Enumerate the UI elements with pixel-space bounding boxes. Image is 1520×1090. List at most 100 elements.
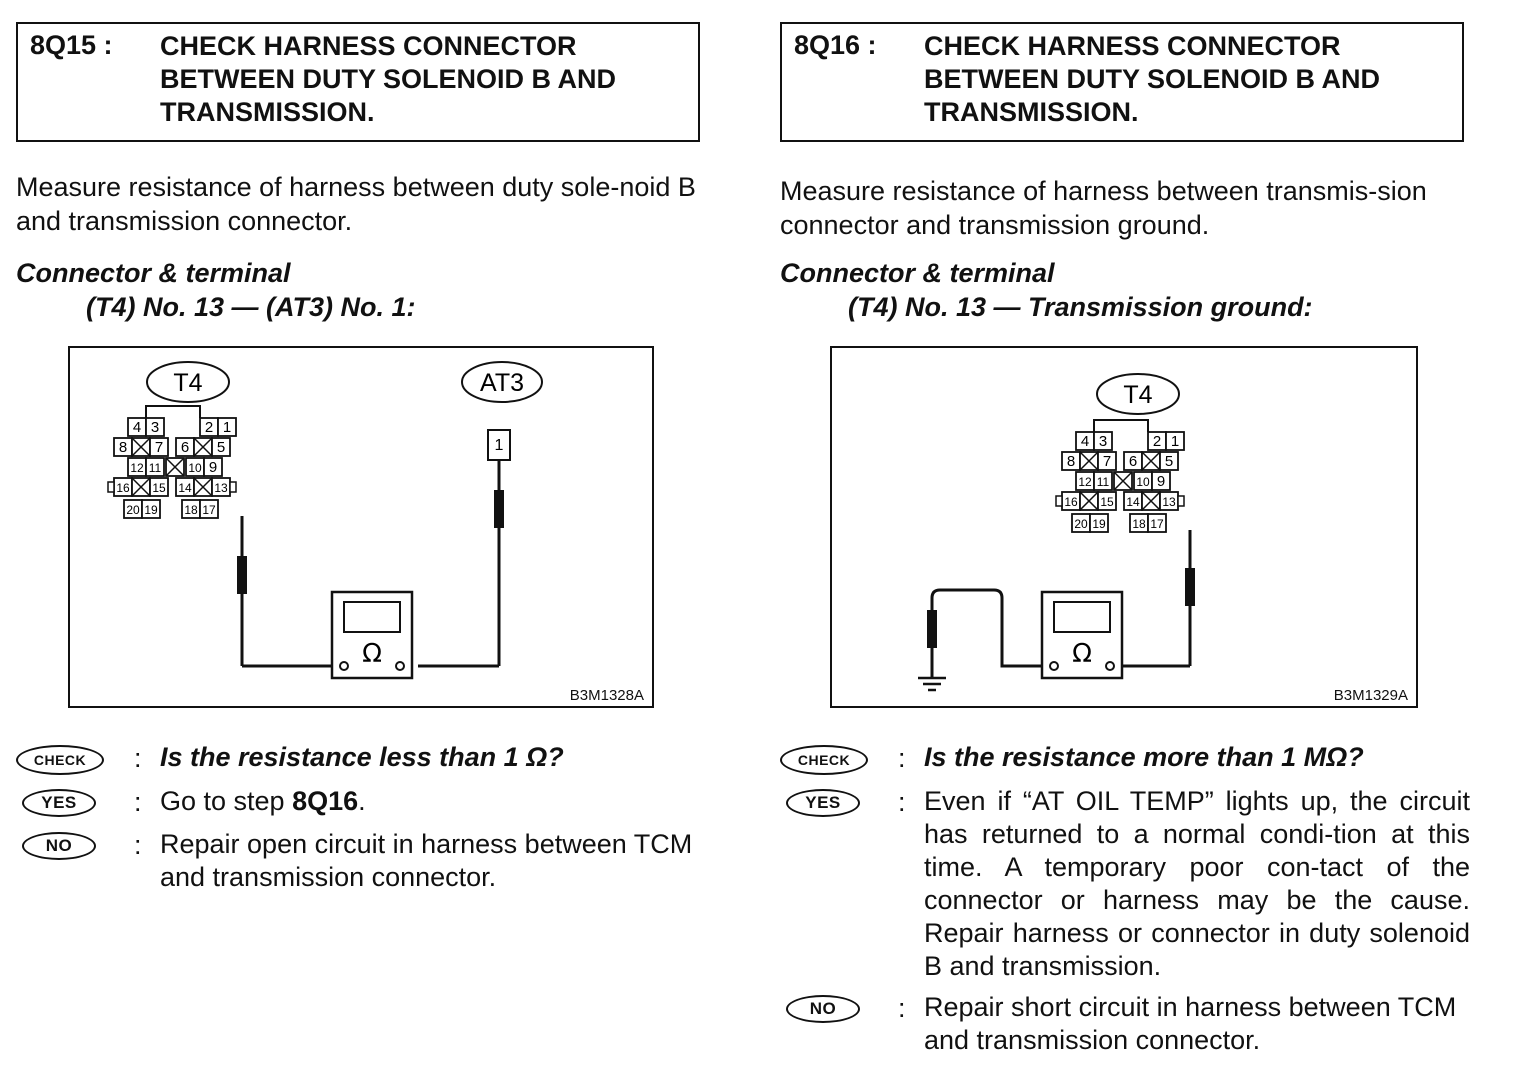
pin-1 (217, 417, 237, 437)
check-question: Is the resistance more than 1 MΩ? (924, 742, 1364, 772)
pin-label: 6 (181, 439, 189, 456)
pin-label: 7 (1103, 453, 1111, 470)
pin-1 (1165, 431, 1185, 451)
connector-value: (T4) No. 13 — (AT3) No. 1: (86, 292, 416, 322)
pin-label: 20 (1074, 517, 1088, 531)
pin-label: 12 (130, 461, 144, 475)
pin-label: 7 (155, 439, 163, 456)
no-answer: Repair short circuit in harness between … (924, 992, 1457, 1055)
pin-label: 15 (1100, 495, 1114, 509)
pin-label: 9 (209, 459, 217, 476)
pin-label: 15 (152, 481, 166, 495)
pin-label: 8 (119, 439, 127, 456)
pin-7 (1097, 451, 1117, 471)
at3-pin-label: 1 (495, 437, 504, 454)
pin-label: 2 (205, 419, 213, 436)
pin-11 (1093, 471, 1113, 491)
connector-label: Connector & terminal (780, 258, 1055, 288)
no-row: NO : Repair open circuit in harness betw… (16, 829, 706, 912)
pin-5 (211, 437, 231, 457)
no-badge: NO (786, 995, 860, 1023)
pin-label: 4 (133, 419, 141, 436)
step-title: CHECK HARNESS CONNECTOR BETWEEN DUTY SOL… (160, 31, 617, 127)
check-row: CHECK : Is the resistance less than 1 Ω? (16, 742, 706, 785)
pin-5 (1159, 451, 1179, 471)
yes-badge: YES (786, 789, 860, 817)
latch-tab (229, 481, 237, 493)
check-question: Is the resistance less than 1 Ω? (160, 742, 564, 772)
no-answer: Repair open circuit in harness between T… (160, 829, 693, 892)
step-header-box: 8Q15 : CHECK HARNESS CONNECTOR BETWEEN D… (16, 22, 700, 142)
pin-label: 11 (1097, 475, 1110, 489)
connector-value: (T4) No. 13 — Transmission ground: (848, 292, 1313, 322)
pin-label: 3 (151, 419, 159, 436)
pin-label: 1 (1171, 433, 1179, 450)
svg-text:Ω: Ω (362, 639, 382, 669)
step-title: CHECK HARNESS CONNECTOR BETWEEN DUTY SOL… (924, 31, 1381, 127)
pin-label: 20 (126, 503, 140, 517)
no-row: NO : Repair short circuit in harness bet… (780, 992, 1470, 1075)
pin-17 (1147, 513, 1167, 533)
yes-badge: YES (22, 789, 96, 817)
latch-tab (107, 481, 115, 493)
pin-17 (199, 499, 219, 519)
instruction-text: Measure resistance of harness between du… (16, 172, 696, 236)
pin-label: 14 (1126, 495, 1140, 509)
pin-3 (145, 417, 165, 437)
yes-row: YES : Go to step 8Q16. (16, 786, 706, 829)
pin-label: 13 (1162, 495, 1176, 509)
pin-label: 19 (144, 503, 158, 517)
step-id: 8Q16 : (794, 30, 877, 60)
ground-icon (918, 676, 946, 692)
probe-right (1185, 568, 1195, 606)
latch-tab (1055, 495, 1063, 507)
pin-label: 8 (1067, 453, 1075, 470)
pin-label: 17 (1150, 517, 1164, 531)
yes-answer: Go to step 8Q16. (160, 786, 366, 816)
pin-19 (141, 499, 161, 519)
pin-label: 2 (1153, 433, 1161, 450)
at3-callout (461, 361, 543, 403)
probe-left (927, 610, 937, 648)
pin-label: 16 (116, 481, 130, 495)
ohmmeter-icon: Ω (1040, 590, 1124, 680)
pin-label: 4 (1081, 433, 1089, 450)
pin-9 (1151, 471, 1171, 491)
probe-right (494, 490, 504, 528)
pin-label: 19 (1092, 517, 1106, 531)
pin-9 (203, 457, 223, 477)
pin-label: 12 (1078, 475, 1092, 489)
yes-row: YES : Even if “AT OIL TEMP” lights up, t… (780, 786, 1470, 989)
svg-text:Ω: Ω (1072, 639, 1092, 669)
pin-label: 18 (184, 503, 198, 517)
pin-label: 6 (1129, 453, 1137, 470)
pin-label: 5 (1165, 453, 1173, 470)
pin-label: 5 (217, 439, 225, 456)
step-header-box: 8Q16 : CHECK HARNESS CONNECTOR BETWEEN D… (780, 22, 1464, 142)
pin-label: 17 (202, 503, 216, 517)
t4-callout (1096, 373, 1180, 415)
check-row: CHECK : Is the resistance more than 1 MΩ… (780, 742, 1470, 785)
pin-label: 11 (149, 461, 162, 475)
t4-label: T4 (1123, 381, 1152, 409)
instruction-text: Measure resistance of harness between tr… (780, 176, 1427, 240)
pin-3 (1093, 431, 1113, 451)
t4-label: T4 (173, 369, 202, 397)
pin-label: 9 (1157, 473, 1165, 490)
pin-7 (149, 437, 169, 457)
pin-19 (1089, 513, 1109, 533)
pin-11 (145, 457, 165, 477)
figure-code: B3M1329A (1333, 687, 1408, 704)
step-link: 8Q16 (292, 786, 359, 816)
pin-label: 14 (178, 481, 192, 495)
pin-15 (1097, 491, 1117, 511)
pin-label: 13 (214, 481, 228, 495)
no-badge: NO (22, 832, 96, 860)
connector-label: Connector & terminal (16, 258, 291, 288)
